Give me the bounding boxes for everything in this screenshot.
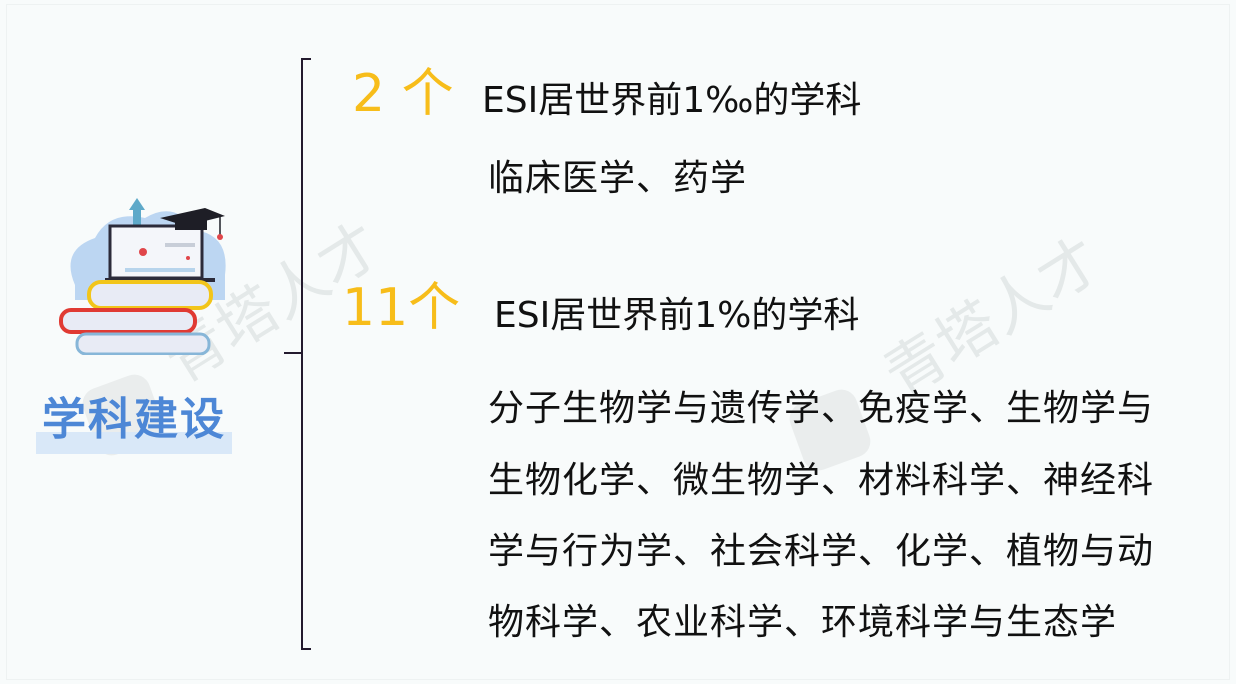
bracket-line [301, 58, 303, 650]
heading-top-1permille: ESI居世界前1‰的学科 [482, 80, 862, 121]
label-highlight-band [36, 432, 232, 454]
count-top-1permille: 2 个 [352, 64, 454, 124]
books-laptop-graduation-cap-icon [55, 190, 230, 356]
subject-line: 分子生物学与遗传学、免疫学、生物学与 [488, 388, 1155, 429]
subject-line: 生物化学、微生物学、材料科学、神经科 [488, 460, 1155, 501]
bracket-notch [284, 352, 302, 354]
category-label-text: 学科建设 [42, 394, 226, 445]
bracket-top [301, 58, 311, 60]
heading-top-1percent: ESI居世界前1%的学科 [494, 295, 860, 336]
category-label: 学科建设 [36, 392, 232, 454]
subject-line: 临床医学、药学 [488, 158, 748, 199]
subject-line: 物科学、农业科学、环境科学与生态学 [488, 602, 1118, 643]
subject-line: 学与行为学、社会科学、化学、植物与动 [488, 531, 1155, 572]
count-top-1percent: 11个 [342, 278, 461, 338]
bracket-bottom [301, 648, 311, 650]
